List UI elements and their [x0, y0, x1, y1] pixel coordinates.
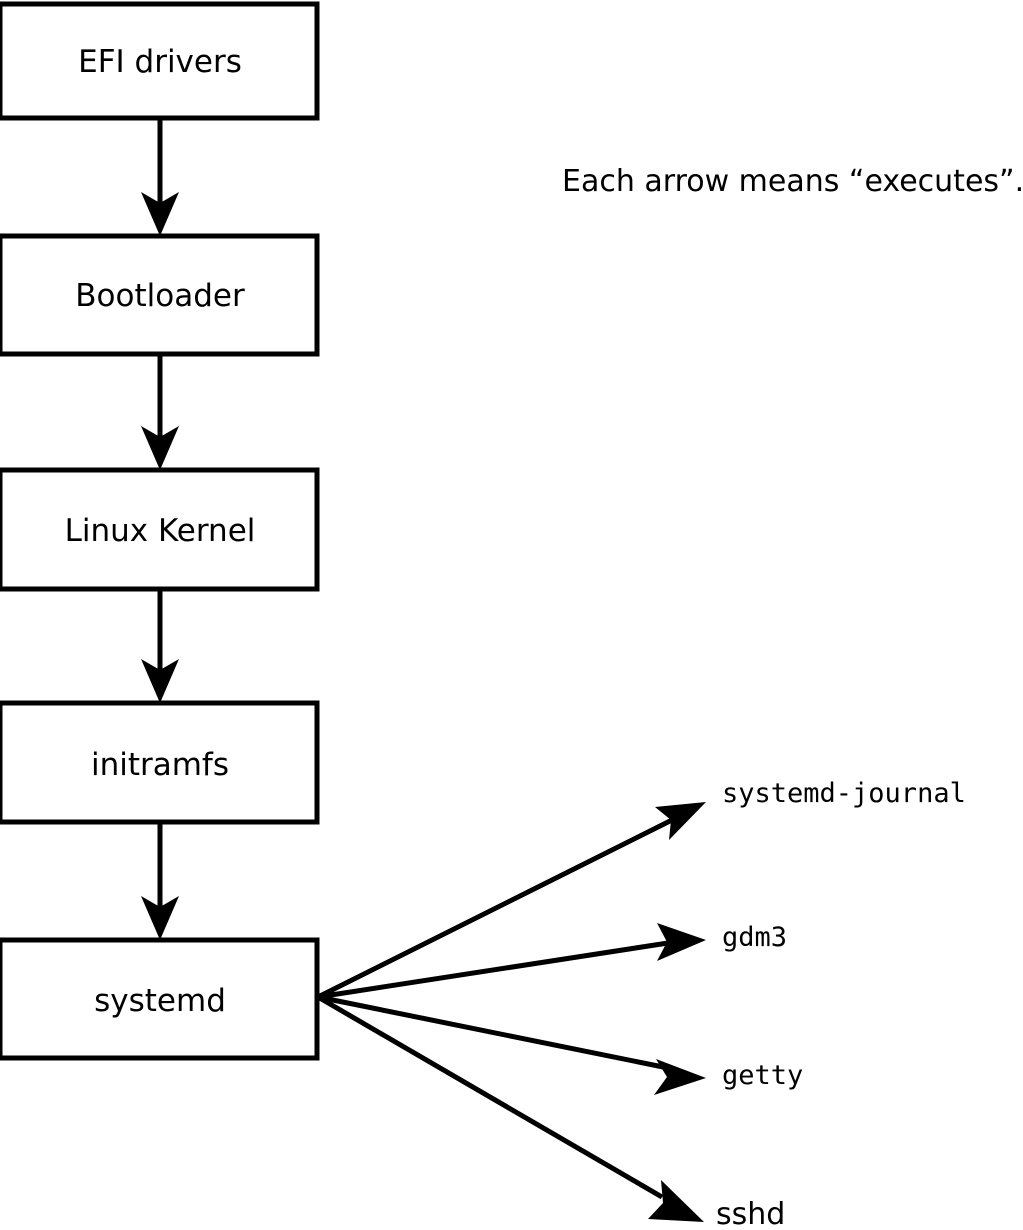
box-linux-kernel[interactable]: Linux Kernel: [0, 467, 320, 592]
box-label-linux-kernel: Linux Kernel: [65, 513, 256, 549]
chain-arrow-kernel-to-initramfs: [141, 589, 179, 703]
chain-arrow-efi-to-bootloader: [141, 118, 179, 236]
fanout-arrow-gdm3: [317, 923, 706, 1000]
box-efi-drivers[interactable]: EFI drivers: [0, 1, 320, 121]
leaf-label-sshd: sshd: [716, 1197, 785, 1230]
diagram-caption: Each arrow means “executes”.: [562, 164, 1023, 199]
box-systemd[interactable]: systemd: [0, 937, 320, 1061]
leaf-label-systemd-journal: systemd-journal: [722, 778, 966, 809]
fanout-arrow-getty: [317, 994, 706, 1095]
box-label-bootloader: Bootloader: [75, 278, 245, 314]
leaf-label-gdm3: gdm3: [722, 922, 787, 953]
chain-arrow-initramfs-to-systemd: [141, 822, 179, 940]
box-label-systemd: systemd: [94, 983, 226, 1019]
box-label-initramfs: initramfs: [91, 747, 229, 783]
box-label-efi-drivers: EFI drivers: [78, 44, 242, 80]
leaf-label-getty: getty: [722, 1060, 803, 1091]
chain-arrow-bootloader-to-kernel: [141, 354, 179, 470]
fanout-arrow-sshd: [316, 994, 704, 1222]
box-bootloader[interactable]: Bootloader: [0, 233, 320, 357]
fanout-arrow-systemd-journal: [316, 802, 706, 1000]
box-initramfs[interactable]: initramfs: [0, 700, 320, 825]
